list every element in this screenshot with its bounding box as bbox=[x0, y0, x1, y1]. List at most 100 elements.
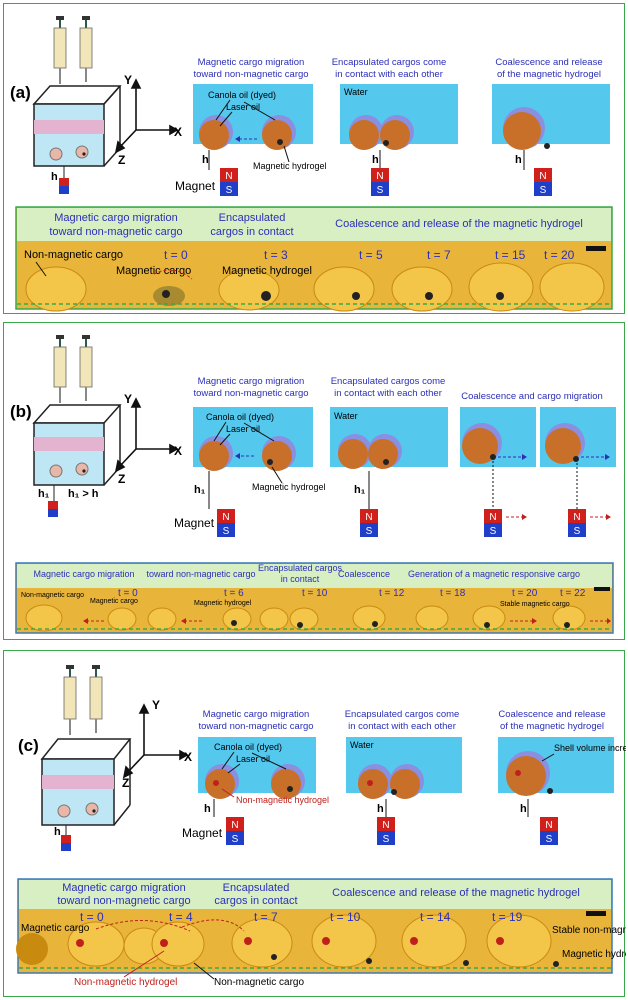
time-label: t = 22 bbox=[560, 588, 586, 599]
magnet-n-text: N bbox=[222, 512, 229, 523]
strip-header: Coalescence bbox=[338, 569, 390, 579]
strip-header: Encapsulated cargos bbox=[258, 563, 343, 573]
laser-label: Laser oil bbox=[226, 102, 260, 112]
h-label-1: h₁ bbox=[194, 484, 206, 496]
strip-annotation: Non-magnetic hydrogel bbox=[74, 977, 177, 988]
time-label: t = 7 bbox=[427, 248, 451, 262]
tank-diagram bbox=[32, 85, 122, 167]
small-magnet-s bbox=[59, 186, 69, 194]
axis-z-label: Z bbox=[118, 472, 125, 486]
axis-z-label: Z bbox=[122, 776, 129, 790]
laser-label: Laser oil bbox=[226, 424, 260, 434]
magnet-s-text: S bbox=[366, 526, 373, 537]
axes-icon bbox=[122, 703, 189, 779]
h-label-small: h bbox=[51, 171, 58, 183]
syringe-icon bbox=[53, 335, 93, 403]
schematic-title-3a: Coalescence and release bbox=[495, 57, 602, 68]
magnet-s-text: S bbox=[226, 185, 233, 196]
time-label: t = 0 bbox=[164, 248, 188, 262]
axis-y-label: Y bbox=[124, 392, 132, 406]
strip-header-2a: Encapsulated bbox=[223, 882, 290, 894]
axis-y-label: Y bbox=[124, 73, 132, 87]
scale-bar bbox=[594, 587, 610, 591]
laser-label: Laser oil bbox=[236, 754, 270, 764]
panel-label: (c) bbox=[18, 736, 39, 755]
strip-annotation: Magnetic hydrogel bbox=[194, 600, 252, 607]
magnet-n-text: N bbox=[365, 512, 372, 523]
magnet-n-text: N bbox=[231, 820, 238, 831]
axis-z-label: Z bbox=[118, 153, 125, 167]
hydrogel-label: Magnetic hydrogel bbox=[253, 161, 327, 171]
axis-x-label: X bbox=[174, 125, 182, 139]
axis-x-label: X bbox=[174, 444, 182, 458]
magnet-s-text: S bbox=[490, 526, 497, 537]
strip-header-1b: toward non-magnetic cargo bbox=[49, 226, 182, 238]
strip-header-3: Coalescence and release of the magnetic … bbox=[335, 218, 583, 230]
time-label: t = 3 bbox=[264, 248, 288, 262]
strip-header-1b: toward non-magnetic cargo bbox=[57, 895, 190, 907]
h-label-2: h bbox=[372, 154, 379, 166]
schematic-title-3b: of the magnetic hydrogel bbox=[497, 69, 601, 80]
magnet-n-text: N bbox=[489, 512, 496, 523]
strip-annotation: Magnetic cargo bbox=[116, 265, 191, 277]
strip-header-2b: cargos in contact bbox=[214, 895, 297, 907]
scale-bar bbox=[586, 246, 606, 251]
schematic-title-2a: Encapsulated cargos come bbox=[332, 57, 447, 68]
droplet-photos bbox=[25, 262, 605, 312]
axes-icon bbox=[114, 397, 179, 473]
panel-label: (b) bbox=[10, 402, 32, 421]
magnet-n-text: N bbox=[539, 171, 546, 182]
time-label: t = 0 bbox=[118, 588, 138, 599]
strip-header-2b: cargos in contact bbox=[210, 226, 293, 238]
panel-c: (c) Y X Z h Magnetic cargo migration tow… bbox=[3, 650, 626, 997]
nonmag-hydrogel-label: Non-magnetic hydrogel bbox=[236, 795, 329, 805]
water-label: Water bbox=[350, 740, 374, 750]
canola-label: Canola oil (dyed) bbox=[214, 742, 282, 752]
time-label: t = 12 bbox=[379, 588, 405, 599]
schematic-title-3: Coalescence and cargo migration bbox=[461, 391, 603, 402]
strip-header-1a: Magnetic cargo migration bbox=[54, 212, 178, 224]
time-label: t = 5 bbox=[359, 248, 383, 262]
schematic-title-2b: in contact with each other bbox=[335, 69, 443, 80]
droplet-photos bbox=[25, 604, 586, 632]
h-label-small: h₁ bbox=[38, 488, 50, 500]
time-label: t = 14 bbox=[420, 910, 451, 924]
magnet-label: Magnet bbox=[175, 179, 216, 193]
schematic-title-1b: toward non-magnetic cargo bbox=[193, 69, 308, 80]
shell-label: Shell volume increases bbox=[554, 743, 626, 753]
syringe-icon bbox=[63, 665, 103, 735]
magnet-n-text: N bbox=[225, 171, 232, 182]
h-label-1: h bbox=[204, 803, 211, 815]
magnet-n-text: N bbox=[382, 820, 389, 831]
panel-b: (b) Y X Z h₁ h₁ > h Magnetic cargo migra… bbox=[3, 322, 625, 640]
axis-x-label: X bbox=[184, 750, 192, 764]
strip-annotation: Non-magnetic cargo bbox=[24, 249, 123, 261]
time-label: t = 20 bbox=[512, 588, 538, 599]
tank-diagram bbox=[40, 738, 132, 826]
canola-label: Canola oil (dyed) bbox=[208, 90, 276, 100]
axis-y-label: Y bbox=[152, 698, 160, 712]
strip-annotation: Non-magnetic cargo bbox=[21, 592, 84, 599]
time-label: t = 18 bbox=[440, 588, 466, 599]
strip-annotation: Magnetic cargo bbox=[90, 598, 138, 605]
schematic-title-2b: in contact with each other bbox=[348, 721, 456, 732]
time-label: t = 15 bbox=[495, 248, 526, 262]
strip-annotation: Magnetic hydrogel bbox=[222, 265, 312, 277]
strip-annotation: Stable non-magnetic cargo bbox=[552, 925, 626, 936]
schematic-title-2b: in contact with each other bbox=[334, 388, 442, 399]
magnet-n-text: N bbox=[376, 171, 383, 182]
strip-header: toward non-magnetic cargo bbox=[146, 569, 255, 579]
panel-label: (a) bbox=[10, 83, 31, 102]
strip-header-3: Coalescence and release of the magnetic … bbox=[332, 887, 580, 899]
schematic-title-1a: Magnetic cargo migration bbox=[203, 709, 310, 720]
water-label: Water bbox=[344, 87, 368, 97]
schematic-title-2a: Encapsulated cargos come bbox=[345, 709, 460, 720]
h-label-1: h bbox=[202, 154, 209, 166]
magnet-s-text: S bbox=[377, 185, 384, 196]
h-label-3: h bbox=[520, 803, 527, 815]
strip-header: Magnetic cargo migration bbox=[33, 569, 134, 579]
schematic-title-2a: Encapsulated cargos come bbox=[331, 376, 446, 387]
h-label-small: h bbox=[54, 826, 61, 838]
magnet-n-text: N bbox=[573, 512, 580, 523]
schematic-title-1a: Magnetic cargo migration bbox=[198, 376, 305, 387]
